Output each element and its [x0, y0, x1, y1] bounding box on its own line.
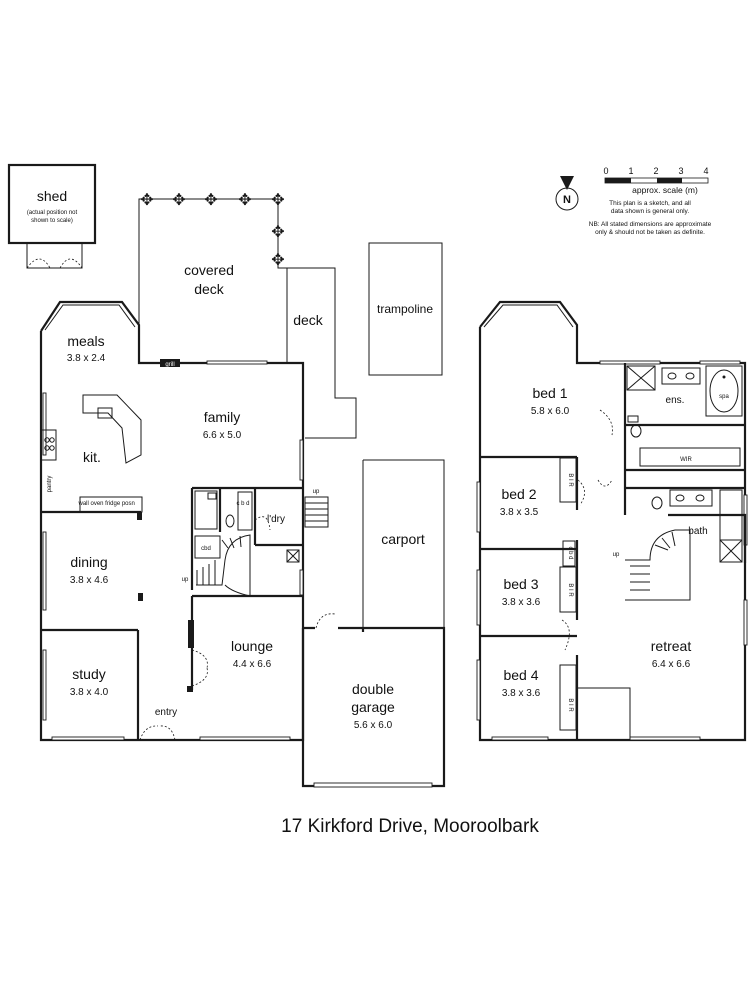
carport-garage: carport double garage 5.6 x 6.0	[301, 459, 446, 788]
study-dims: 3.8 x 4.0	[70, 687, 109, 698]
ground-room-labels: meals 3.8 x 2.4 family 6.6 x 5.0 dining …	[67, 333, 273, 718]
family-label: family	[204, 409, 241, 425]
pantry-label: pantry	[47, 476, 53, 493]
kitchen: kit. pantry wall oven fridge posn	[40, 394, 142, 507]
laundry-up-label: up	[313, 489, 320, 495]
retreat-label: retreat	[651, 638, 692, 654]
bir-label-bed3: B I R	[567, 583, 573, 597]
meals-dims: 3.8 x 2.4	[67, 353, 106, 364]
bed1-label: bed 1	[532, 385, 567, 401]
svg-text:✥: ✥	[271, 252, 284, 269]
laundry-label: l'dry	[267, 514, 285, 525]
fridge-posn-label: fridge posn	[105, 501, 135, 507]
scale-tick-4: 4	[703, 166, 708, 176]
garage-dims: 5.6 x 6.0	[354, 720, 393, 731]
upper-room-labels: bed 1 5.8 x 6.0 bed 2 3.8 x 3.5 bed 3 3.…	[500, 385, 692, 712]
address-title: 17 Kirkford Drive, Mooroolbark	[281, 816, 539, 837]
deck-label: deck	[293, 312, 324, 328]
wir-label: WIR	[680, 457, 692, 463]
entry-label: entry	[155, 707, 177, 718]
wall-oven-label: wall oven	[77, 501, 103, 507]
bed3-dims: 3.8 x 3.6	[502, 597, 541, 608]
svg-text:✥: ✥	[204, 192, 217, 209]
bed2-dims: 3.8 x 3.5	[500, 507, 539, 518]
kitchen-label: kit.	[83, 449, 101, 465]
svg-text:✥: ✥	[238, 192, 251, 209]
carport-label: carport	[381, 531, 425, 547]
bed1-dims: 5.8 x 6.0	[531, 406, 570, 417]
covered-deck: ✥ ✥ ✥ ✥ ✥ ✥ ✥ covered deck deck	[138, 192, 357, 439]
retreat-dims: 6.4 x 6.6	[652, 659, 691, 670]
lounge-dims: 4.4 x 6.6	[233, 659, 272, 670]
svg-text:✥: ✥	[271, 224, 284, 241]
spa-label: spa	[719, 394, 729, 400]
meals-label: meals	[67, 333, 104, 349]
ground-floor-walls: grill	[39, 300, 305, 742]
scale-tick-1: 1	[628, 166, 633, 176]
covered-deck-label-line1: covered	[184, 262, 234, 278]
family-dims: 6.6 x 5.0	[203, 430, 242, 441]
bir-label-bed4: B I R	[567, 698, 573, 712]
garage-label-line1: double	[352, 681, 394, 697]
scale-note-4: only & should not be taken as definite.	[595, 229, 705, 236]
scale-note-2: data shown is general only.	[611, 208, 689, 215]
compass: N	[555, 176, 579, 211]
svg-text:✥: ✥	[271, 192, 284, 209]
planter-row: ✥ ✥ ✥ ✥ ✥ ✥ ✥	[140, 192, 284, 269]
bed4-dims: 3.8 x 3.6	[502, 688, 541, 699]
shed: shed (actual position not shown to scale…	[7, 163, 97, 269]
upper-wet-areas: spa ens. WIR bath	[623, 363, 747, 563]
ensuite-label: ens.	[666, 395, 685, 406]
upper-staircase: up	[613, 529, 691, 601]
scale-tick-0: 0	[603, 166, 608, 176]
garage-label-line2: garage	[351, 699, 395, 715]
bir-label-bed2: B I R	[567, 473, 573, 487]
dining-dims: 3.8 x 4.6	[70, 575, 109, 586]
ground-service-area: c b d l'dry up cbd up	[182, 489, 329, 597]
shed-label: shed	[37, 188, 67, 204]
scale-note-3: NB: All stated dimensions are approximat…	[589, 221, 712, 228]
svg-text:✥: ✥	[172, 192, 185, 209]
bed3-label: bed 3	[503, 576, 538, 592]
shed-note-line1: (actual position not	[27, 210, 78, 216]
svg-text:✥: ✥	[140, 192, 153, 209]
scale-note-1: This plan is a sketch, and all	[609, 200, 691, 207]
compass-north-label: N	[563, 194, 571, 206]
shed-note-line2: shown to scale)	[31, 218, 73, 224]
bath-label: bath	[688, 526, 707, 537]
scale-label: approx. scale (m)	[632, 185, 698, 195]
scale-tick-2: 2	[653, 166, 658, 176]
bed4-label: bed 4	[503, 667, 538, 683]
scale-tick-3: 3	[678, 166, 683, 176]
study-label: study	[72, 666, 105, 682]
scale-bar: 0 1 2 3 4 approx. scale (m) This plan is…	[589, 166, 712, 236]
lounge-label: lounge	[231, 638, 273, 654]
trampoline: trampoline	[368, 242, 443, 376]
upper-stair-up-label: up	[613, 552, 620, 558]
cbd-vertical-label: c b d	[236, 501, 249, 507]
cbd-upper-label: c b d	[567, 546, 573, 559]
trampoline-label: trampoline	[377, 302, 433, 316]
grill-label: grill	[165, 362, 174, 368]
upper-floor-walls	[476, 300, 748, 742]
bed2-label: bed 2	[501, 486, 536, 502]
covered-deck-label-line2: deck	[194, 281, 225, 297]
cbd-label: cbd	[201, 546, 211, 552]
stair-up-label: up	[182, 577, 189, 583]
dining-label: dining	[70, 554, 107, 570]
